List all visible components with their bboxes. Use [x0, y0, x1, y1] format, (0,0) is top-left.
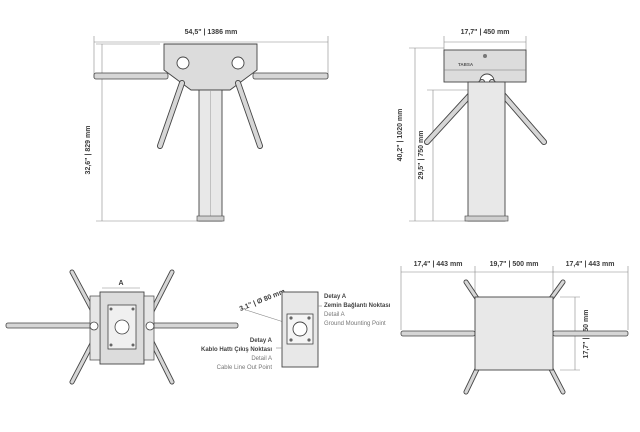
ground-point-en: Ground Mounting Point [324, 321, 386, 327]
side-arm-height-label: 29,5" | 750 mm [418, 131, 425, 180]
arm-plan-right [552, 330, 629, 337]
plan-center-label: 19,7" | 500 mm [490, 261, 539, 268]
ground-point-title: Detay A [324, 294, 347, 300]
plan-view: 17,4" | 443 mm 19,7" | 500 mm 17,4" | 44… [400, 261, 629, 395]
ground-point-detail: Detail A [324, 312, 345, 318]
turnstile-head [163, 43, 258, 91]
side-height-label: 40,2" | 1020 mm [397, 109, 404, 162]
cable-point-detail: Detail A [251, 356, 272, 362]
detail-size-label: 3,1" | Ø 80 mm [239, 288, 287, 313]
arm-top-right [149, 322, 239, 329]
detail-a-view: 3,1" | Ø 80 mm Detay A Zemin Bağlantı No… [201, 288, 391, 371]
cable-hole [292, 321, 308, 337]
cable-point-tr: Kablo Hattı Çıkış Noktası [201, 347, 272, 353]
cable-point-title: Detay A [250, 338, 273, 344]
cable-point-en: Cable Line Out Point [217, 365, 273, 371]
side-view: 17,7" | 450 mm 40,2" | 1020 mm 29,5" | 7… [397, 29, 547, 222]
ground-point-tr: Zemin Bağlantı Noktası [324, 303, 391, 309]
post-side [467, 81, 506, 222]
arm-top-left [5, 322, 97, 329]
plan-left-label: 17,4" | 443 mm [414, 261, 463, 268]
front-view: 54,5" | 1386 mm 32,6" | 829 mm [85, 29, 329, 222]
rotor-hole-left [176, 56, 190, 70]
front-height-label: 32,6" | 829 mm [85, 126, 92, 175]
arm-left [93, 72, 169, 80]
housing-plan [474, 296, 554, 371]
brand-label: TABSA [458, 62, 474, 67]
rotor-hole-right [231, 56, 245, 70]
plan-right-label: 17,4" | 443 mm [566, 261, 615, 268]
front-width-label: 54,5" | 1386 mm [185, 29, 238, 36]
arm-plan-left [400, 330, 476, 337]
arm-right [252, 72, 329, 80]
side-width-label: 17,7" | 450 mm [461, 29, 510, 36]
top-view: A [5, 269, 239, 385]
detail-marker-a: A [118, 280, 123, 287]
